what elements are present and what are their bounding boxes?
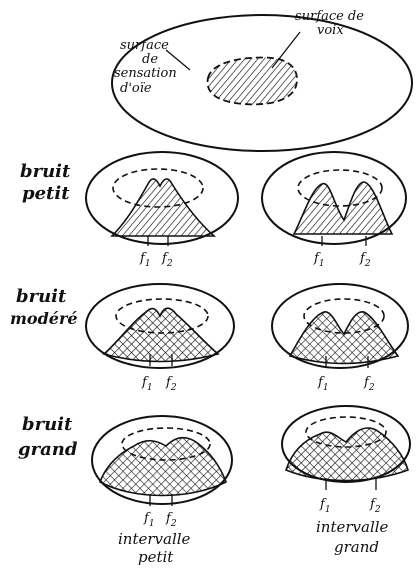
label-surface-voix-2: voix xyxy=(317,23,344,38)
row-labels: bruit petit bruit modéré bruit grand xyxy=(10,161,78,460)
response-peaks xyxy=(112,179,214,236)
diagram-medium-noise-large-interval: f1 f2 xyxy=(272,284,408,393)
interval-small-line1: intervalle xyxy=(118,530,191,548)
label-surface-oie-2: de xyxy=(142,52,158,67)
f2-label: f2 xyxy=(161,251,173,269)
top-diagram: surface de sensation d'oïe surface de vo… xyxy=(112,9,412,151)
response-peaks xyxy=(294,182,392,234)
f1-label: f1 xyxy=(319,497,331,515)
f1-label: f1 xyxy=(317,375,329,393)
label-surface-voix-1: surface de xyxy=(295,9,364,24)
f2-label: f2 xyxy=(363,375,375,393)
f1-label: f1 xyxy=(143,511,155,529)
row-label-medium-2: modéré xyxy=(10,309,78,328)
f2-label: f2 xyxy=(165,511,177,529)
row-label-medium-1: bruit xyxy=(16,286,67,307)
row-label-large-2: grand xyxy=(18,439,78,460)
bottom-labels: intervalle petit intervalle grand xyxy=(118,518,389,566)
f1-label: f1 xyxy=(139,251,151,269)
f1-label: f1 xyxy=(313,251,325,269)
row-large-noise: f1 f2 f1 f2 xyxy=(92,406,410,529)
response-noise-mass xyxy=(286,428,408,481)
diagram-small-noise-large-interval: f1 f2 xyxy=(262,152,406,269)
f2-label: f2 xyxy=(369,497,381,515)
diagram-large-noise-small-interval: f1 f2 xyxy=(92,416,232,529)
label-surface-oie-1: surface xyxy=(120,38,169,53)
row-label-large-1: bruit xyxy=(22,414,73,435)
label-surface-oie-3: sensation xyxy=(114,66,177,81)
response-peaks xyxy=(290,312,398,364)
row-medium-noise: f1 f2 f1 f2 xyxy=(86,284,408,393)
row-label-small-2: petit xyxy=(22,183,70,204)
row-label-small-1: bruit xyxy=(20,161,71,182)
interval-large-line1: intervalle xyxy=(316,518,389,536)
label-surface-oie-4: d'oïe xyxy=(120,81,152,96)
f2-label: f2 xyxy=(165,375,177,393)
f2-label: f2 xyxy=(359,251,371,269)
diagram-large-noise-large-interval: f1 f2 xyxy=(282,406,410,515)
diagram-small-noise-small-interval: f1 f2 xyxy=(86,152,238,269)
interval-small-line2: petit xyxy=(138,548,174,566)
f1-label: f1 xyxy=(141,375,153,393)
response-noise-mass xyxy=(100,438,226,496)
row-small-noise: f1 f2 f1 f2 xyxy=(86,152,406,269)
diagram-medium-noise-small-interval: f1 f2 xyxy=(86,284,234,393)
response-peaks xyxy=(104,308,218,361)
surface-voix-region xyxy=(208,58,297,105)
interval-large-line2: grand xyxy=(334,538,379,556)
